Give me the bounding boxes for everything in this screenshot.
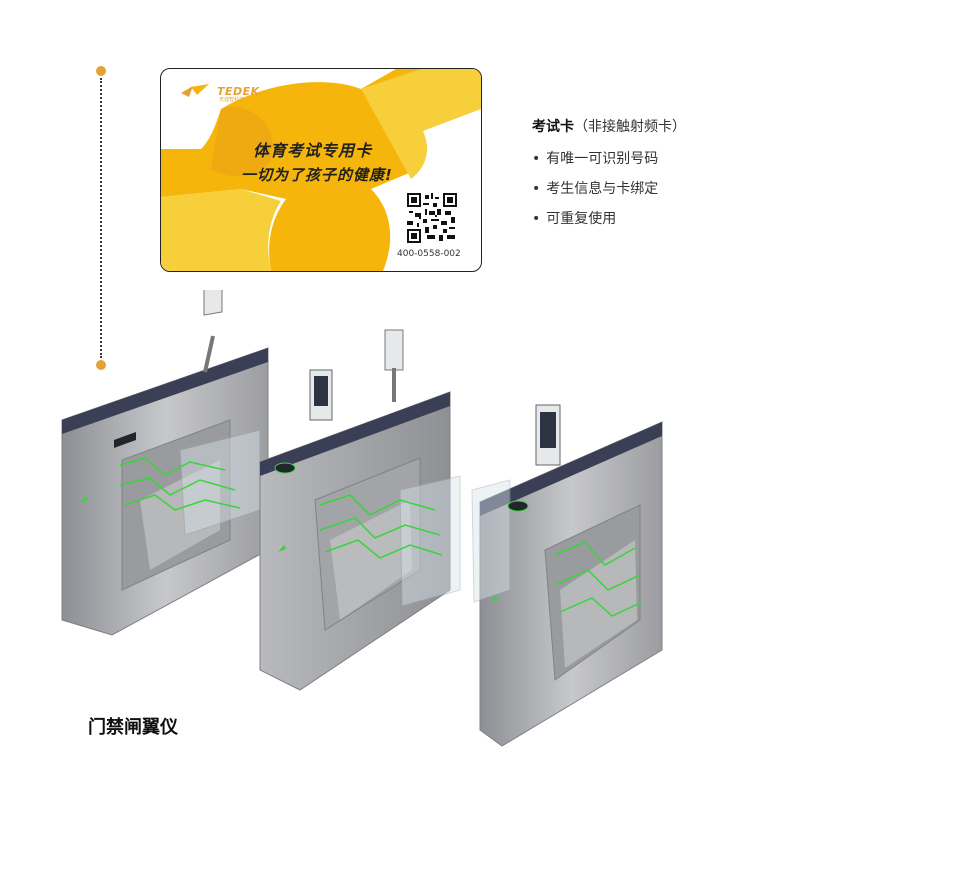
- exam-card: TEDEK 天迪智科技 体育考试专用卡 一切为了孩子的健康! 400-0558-…: [160, 68, 482, 272]
- timeline-dotted-line: [100, 78, 102, 358]
- logo-subtext: 天迪智科技: [219, 97, 245, 103]
- feature-item: 有唯一可识别号码: [532, 144, 686, 174]
- gate-unit-left: [61, 290, 269, 636]
- timeline-dot-bottom: [96, 360, 106, 370]
- timeline: [96, 66, 108, 372]
- qr-code-icon: [407, 193, 457, 243]
- feature-item: 可重复使用: [532, 204, 686, 234]
- gate-unit-right: [471, 404, 663, 747]
- swing-gate-illustration: [61, 290, 663, 747]
- laser-beams-right: [554, 541, 643, 617]
- card-title: 体育考试专用卡: [253, 141, 373, 160]
- laser-beams-left: [119, 457, 241, 511]
- card-slogan: 一切为了孩子的健康!: [241, 166, 393, 184]
- tedek-logo-icon: [181, 84, 209, 97]
- gate-unit-middle: [259, 329, 461, 691]
- info-title: 考试卡: [532, 119, 574, 135]
- tedek-logo: TEDEK: [179, 83, 260, 99]
- info-subtitle: （非接触射频卡）: [574, 119, 686, 135]
- feature-item: 考生信息与卡绑定: [532, 174, 686, 204]
- card-info: 考试卡（非接触射频卡） 有唯一可识别号码 考生信息与卡绑定 可重复使用: [532, 116, 686, 234]
- laser-beams-middle: [319, 494, 443, 559]
- feature-list: 有唯一可识别号码 考生信息与卡绑定 可重复使用: [532, 144, 686, 234]
- info-heading: 考试卡（非接触射频卡）: [532, 116, 686, 138]
- card-serial-number: 400-0558-002: [397, 249, 461, 259]
- gate-caption: 门禁闸翼仪: [88, 717, 178, 738]
- timeline-dot-top: [96, 66, 106, 76]
- logo-text: TEDEK: [217, 84, 260, 98]
- card-pattern: [161, 69, 481, 271]
